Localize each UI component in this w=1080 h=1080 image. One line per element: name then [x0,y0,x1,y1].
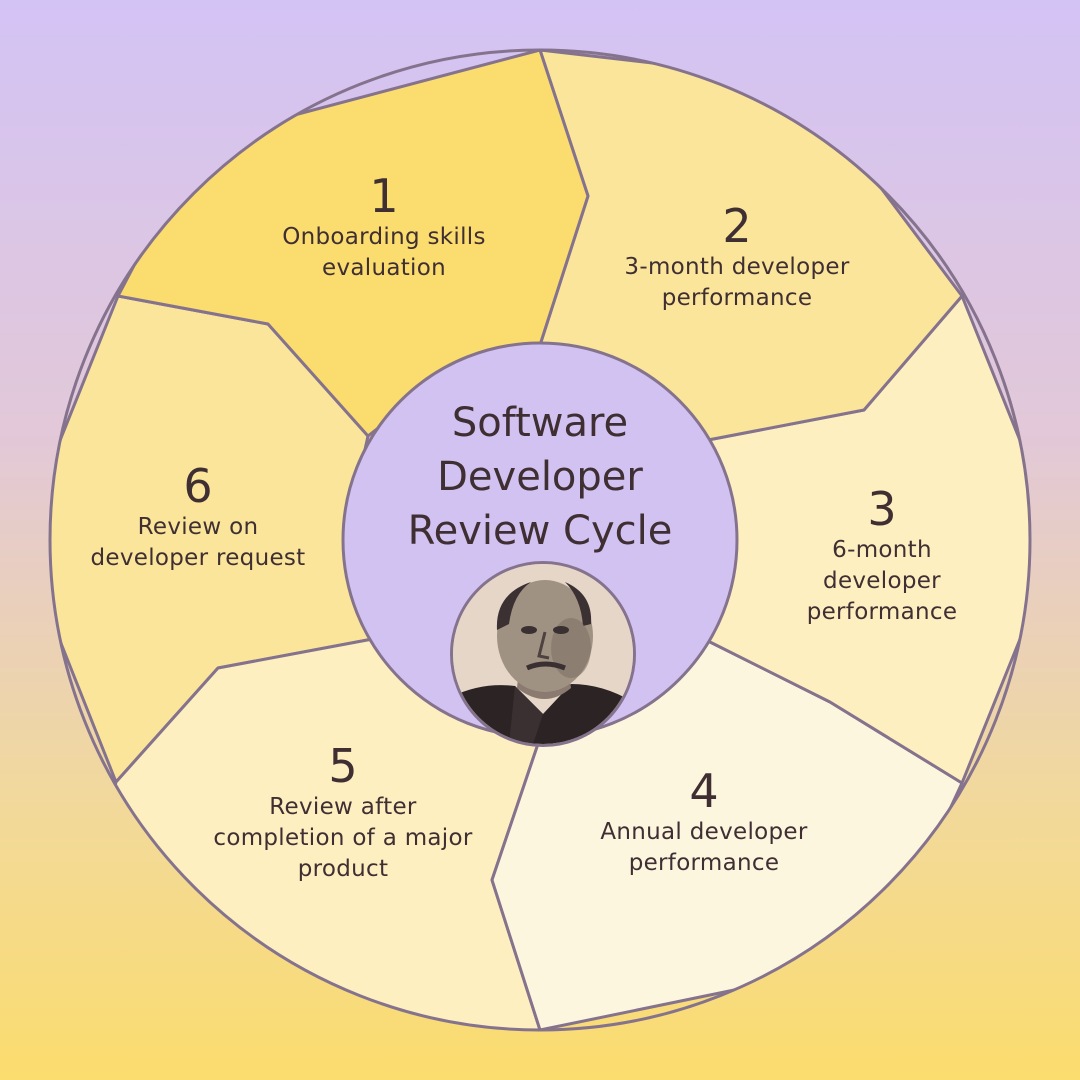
person-portrait-icon [453,564,633,744]
diagram-title: Software Developer Review Cycle [370,396,710,558]
segment-3-label: 3 6-month developer performance [783,483,981,628]
segment-4-text-line-2: performance [628,850,780,876]
segment-6-label: 6 Review on developer request [90,460,305,574]
segment-6-text-line-2: developer request [90,545,306,571]
segment-2-number: 2 [722,199,752,253]
segment-1-text-line-1: Onboarding skills [282,224,486,250]
segment-2-text-line-1: 3-month developer [624,254,850,280]
segment-6-text-line-1: Review on [137,514,259,540]
segment-3-number: 3 [867,482,897,536]
segment-6-number: 6 [183,459,213,513]
segment-5-text-line-1: Review after [269,794,417,820]
title-line-2: Developer [437,454,643,500]
segment-1-number: 1 [369,169,399,223]
segment-5-text-line-3: product [297,856,389,882]
title-line-3: Review Cycle [407,508,673,554]
avatar [450,561,636,747]
segment-5-number: 5 [328,739,358,793]
wheel-outline [48,48,1032,1032]
segment-4-label: 4 Annual developer performance [600,765,807,879]
segment-1-label: 1 Onboarding skills evaluation [282,170,486,284]
segment-2-label: 2 3-month developer performance [624,200,849,314]
segment-5-text-line-2: completion of a major [213,825,473,851]
segment-2-text-line-2: performance [661,285,813,311]
title-line-1: Software [451,400,629,446]
segment-3-text-line-1: 6-month developer [823,537,941,594]
segment-4-text-line-1: Annual developer [600,819,808,845]
segment-3-text-line-2: performance [806,599,958,625]
segment-5-label: 5 Review after completion of a major pro… [213,740,472,885]
segment-4-number: 4 [689,764,719,818]
segment-1-text-line-2: evaluation [322,255,446,281]
